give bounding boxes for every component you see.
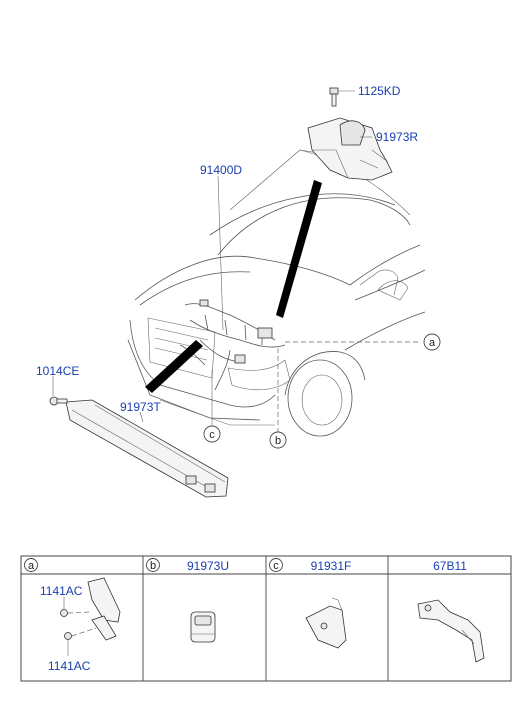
table-header-b: b 91973U bbox=[146, 558, 229, 573]
table-header-c-code: 91931F bbox=[311, 559, 352, 573]
circle-ref-a: a bbox=[423, 333, 441, 351]
table-header-c: c 91931F bbox=[269, 558, 352, 573]
callout-1014ce: 1014CE bbox=[36, 364, 79, 378]
callout-91973t: 91973T bbox=[120, 400, 161, 414]
bolt-1014ce bbox=[49, 396, 68, 406]
callout-1125kd: 1125KD bbox=[358, 84, 401, 98]
cell-c-bracket bbox=[305, 597, 347, 649]
cell-a-label-bottom: 1141AC bbox=[48, 659, 91, 673]
cell-d-bracket bbox=[417, 599, 485, 663]
svg-text:a: a bbox=[429, 337, 436, 349]
bracket-part bbox=[65, 399, 229, 498]
circle-ref-b: b bbox=[269, 431, 287, 449]
vehicle-outline bbox=[127, 149, 426, 437]
harness-wires bbox=[179, 299, 286, 391]
cell-a-drawing bbox=[60, 577, 121, 656]
table-header-d-code: 67B11 bbox=[433, 559, 467, 573]
callout-91400d: 91400D bbox=[200, 163, 242, 177]
pointer-bar-bracket bbox=[145, 340, 203, 393]
table-header-b-code: 91973U bbox=[187, 559, 229, 573]
svg-text:b: b bbox=[275, 435, 281, 447]
svg-text:b: b bbox=[150, 560, 156, 572]
leader-lines bbox=[52, 90, 420, 432]
table-header-a: a bbox=[24, 558, 38, 572]
bolt-1125kd bbox=[329, 87, 339, 107]
svg-text:c: c bbox=[209, 429, 215, 441]
cell-b-connector bbox=[190, 611, 216, 643]
circle-ref-c: c bbox=[203, 425, 221, 443]
svg-text:a: a bbox=[28, 560, 35, 572]
svg-text:c: c bbox=[273, 560, 279, 572]
callout-91973r: 91973R bbox=[376, 130, 418, 144]
detail-table: a b 91973U c 91931F 67B11 1141AC 1141AC bbox=[20, 555, 512, 682]
relay-box-part bbox=[307, 117, 393, 181]
pointer-bar-relay bbox=[276, 180, 322, 318]
cell-a-label-top: 1141AC bbox=[40, 584, 83, 598]
